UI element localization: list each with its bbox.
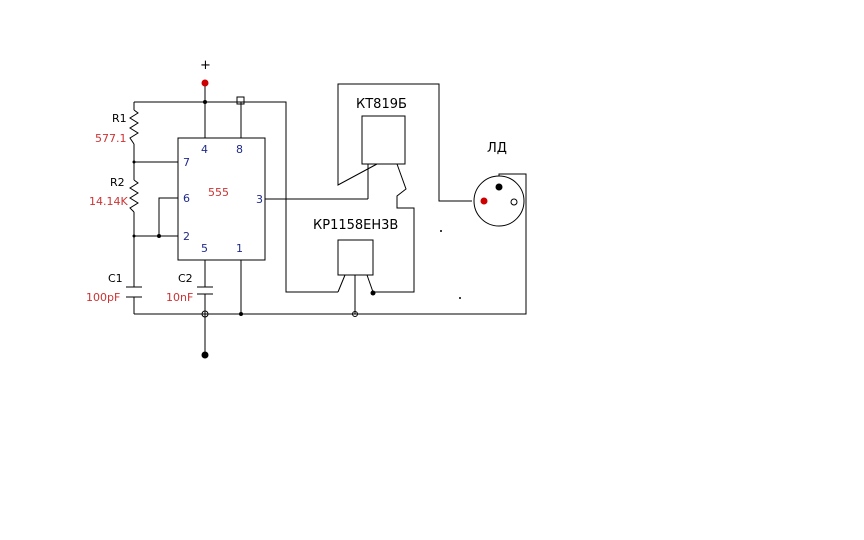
c2-ref: C2 bbox=[178, 272, 193, 285]
c1-ref: C1 bbox=[108, 272, 123, 285]
pin-6-label: 6 bbox=[183, 192, 190, 205]
pin-4-label: 4 bbox=[201, 143, 208, 156]
laser-diode bbox=[473, 175, 525, 227]
junction-dot bbox=[352, 311, 358, 317]
junction-square bbox=[236, 96, 245, 105]
pin-3-label: 3 bbox=[256, 193, 263, 206]
supply-terminal bbox=[201, 79, 209, 87]
c2-value: 10nF bbox=[166, 291, 193, 304]
resistor-r2 bbox=[129, 179, 139, 213]
laser-diode-pin-cathode bbox=[495, 183, 503, 191]
laser-diode-label: ЛД bbox=[487, 141, 507, 156]
pin-8-label: 8 bbox=[236, 143, 243, 156]
r2-value: 14.14K bbox=[89, 195, 128, 208]
supply-plus-label: + bbox=[200, 58, 211, 73]
c1-value: 100pF bbox=[86, 291, 120, 304]
capacitor-c2 bbox=[197, 286, 213, 295]
pin-1-label: 1 bbox=[236, 242, 243, 255]
junction-dot bbox=[201, 310, 209, 318]
regulator-body bbox=[337, 239, 374, 276]
wire-pin6 bbox=[158, 197, 178, 236]
pin-7-label: 7 bbox=[183, 156, 190, 169]
pin-5-label: 5 bbox=[201, 242, 208, 255]
stray-dot bbox=[440, 230, 442, 232]
wire-top-rail bbox=[134, 101, 338, 293]
junction-dot bbox=[132, 234, 136, 238]
stray-dot bbox=[459, 297, 461, 299]
laser-diode-pin-nc bbox=[510, 198, 518, 206]
wire-emitter bbox=[375, 163, 415, 293]
junction-dot bbox=[203, 100, 207, 104]
junction-dot bbox=[239, 312, 243, 316]
ic-555-body bbox=[177, 137, 266, 261]
regulator-label: КР1158ЕН3В bbox=[313, 218, 398, 233]
r1-ref: R1 bbox=[112, 112, 127, 125]
junctions bbox=[132, 79, 376, 359]
junction-dot bbox=[370, 290, 376, 296]
pin-2-label: 2 bbox=[183, 230, 190, 243]
transistor-kt819b-body bbox=[361, 115, 406, 165]
junction-dot bbox=[132, 160, 136, 164]
junction-dot bbox=[157, 234, 161, 238]
transistor-label: КТ819Б bbox=[356, 97, 407, 112]
ic-555-label: 555 bbox=[208, 186, 229, 199]
wire-collector bbox=[337, 83, 472, 202]
wire-reg-right bbox=[366, 274, 374, 293]
ground-terminal bbox=[201, 351, 209, 359]
r2-ref: R2 bbox=[110, 176, 125, 189]
resistor-r1 bbox=[129, 109, 139, 145]
wire-reg-left bbox=[337, 274, 346, 293]
capacitor-c1 bbox=[126, 286, 142, 298]
r1-value: 577.1 bbox=[95, 132, 127, 145]
laser-diode-pin-anode bbox=[480, 197, 488, 205]
